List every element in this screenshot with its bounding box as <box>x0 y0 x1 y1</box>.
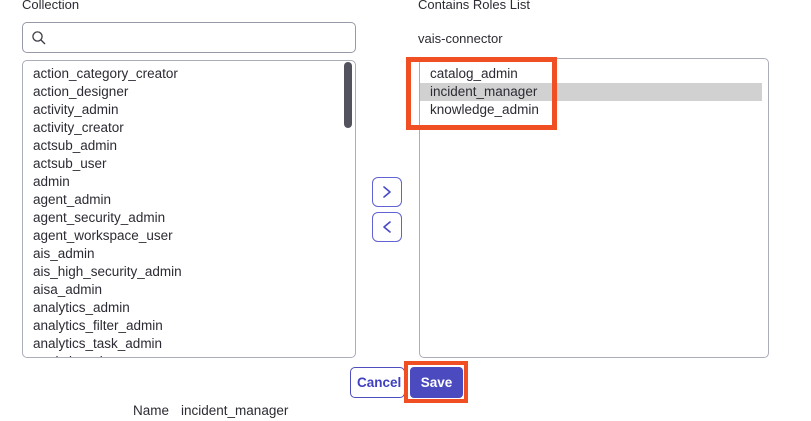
list-item[interactable]: catalog_admin <box>430 66 518 81</box>
chevron-left-icon <box>383 221 391 233</box>
list-item[interactable]: incident_manager <box>420 83 762 101</box>
list-item[interactable]: ais_admin <box>33 246 95 261</box>
list-item[interactable]: agent_workspace_user <box>33 228 173 243</box>
name-row: Name incident_manager <box>133 403 288 418</box>
search-input[interactable] <box>53 23 347 52</box>
list-item[interactable]: knowledge_admin <box>430 102 539 117</box>
name-value: incident_manager <box>181 403 289 418</box>
list-item[interactable]: activity_admin <box>33 102 119 117</box>
list-item[interactable]: analytics_task_admin <box>33 336 163 351</box>
cancel-button[interactable]: Cancel <box>350 367 405 398</box>
contains-roles-list-label: Contains Roles List <box>418 0 530 12</box>
collection-search[interactable] <box>22 22 356 53</box>
list-item[interactable]: actsub_admin <box>33 138 118 153</box>
move-right-button[interactable] <box>372 177 402 207</box>
list-item[interactable]: action_designer <box>33 84 129 99</box>
chevron-right-icon <box>383 186 391 198</box>
list-item[interactable]: action_category_creator <box>33 66 178 81</box>
list-item[interactable]: analytics_filter_admin <box>33 318 163 333</box>
scrollbar-thumb[interactable] <box>344 62 352 128</box>
name-label: Name <box>133 403 170 418</box>
move-left-button[interactable] <box>372 212 402 242</box>
list-item[interactable]: ais_high_security_admin <box>33 264 182 279</box>
list-item[interactable]: admin <box>33 174 70 189</box>
search-icon <box>32 30 46 44</box>
list-item[interactable]: activity_creator <box>33 120 124 135</box>
list-item[interactable]: agent_security_admin <box>33 210 166 225</box>
group-name-label: vais-connector <box>418 31 503 46</box>
list-item[interactable]: analytics_admin <box>33 300 130 315</box>
list-item[interactable]: aisa_admin <box>33 282 103 297</box>
save-button[interactable]: Save <box>410 367 463 398</box>
scrollbar[interactable] <box>342 62 354 356</box>
collection-label: Collection <box>22 0 80 12</box>
list-item[interactable]: actsub_user <box>33 156 107 171</box>
list-item[interactable]: agent_admin <box>33 192 112 207</box>
list-item[interactable]: analytics_viewer <box>23 353 355 357</box>
